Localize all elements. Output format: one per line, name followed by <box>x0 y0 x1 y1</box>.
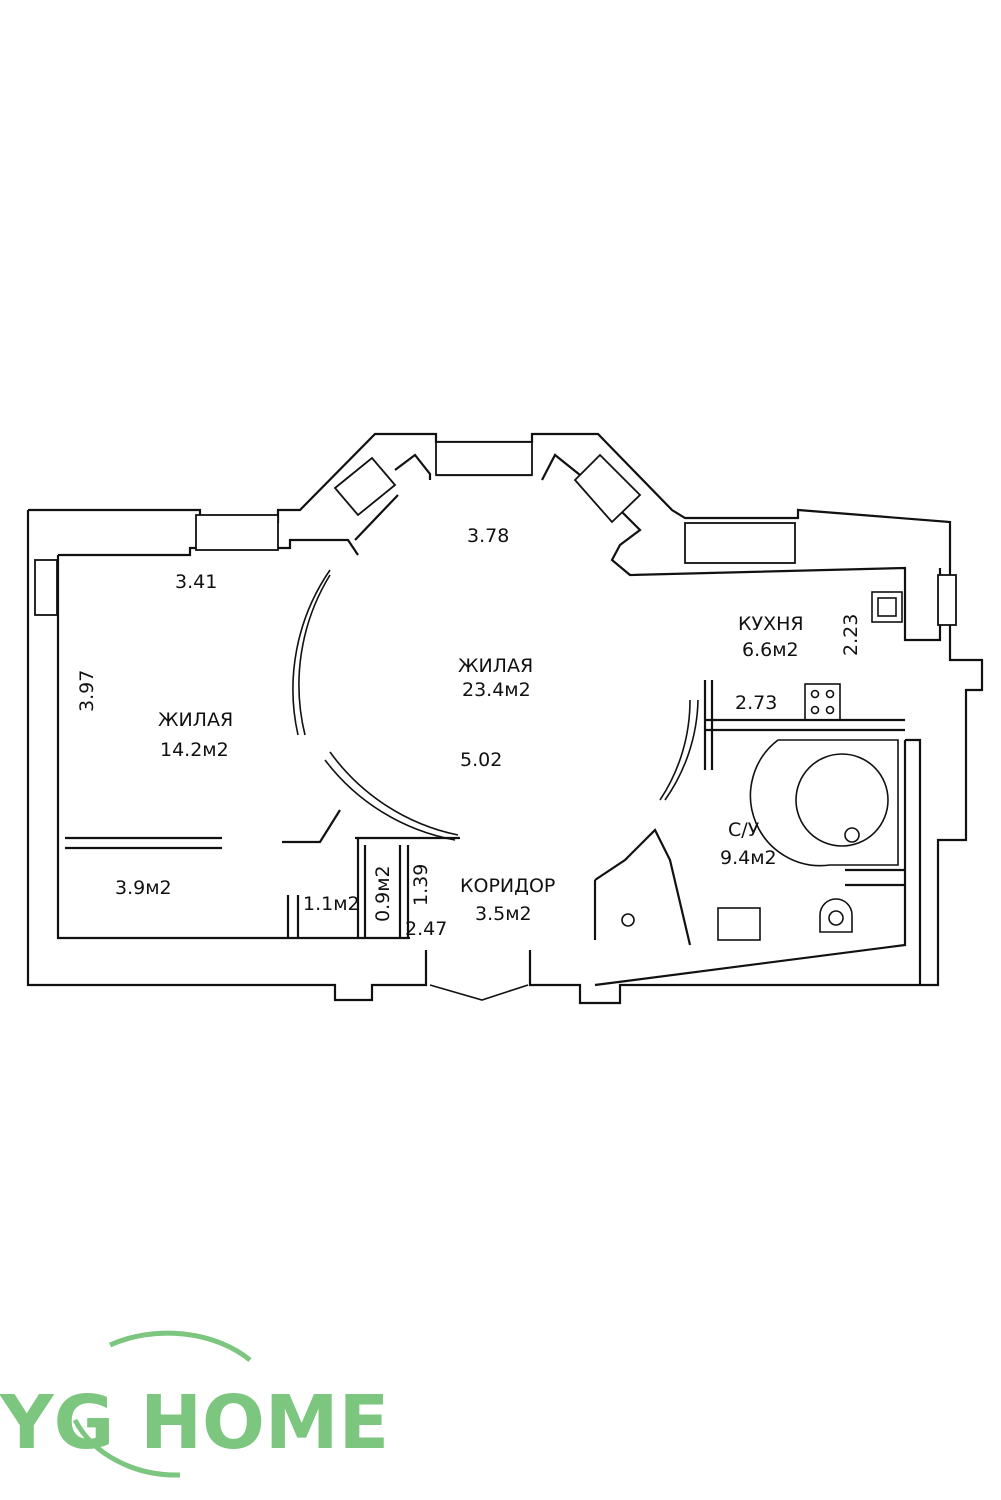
window <box>435 441 533 476</box>
window <box>333 456 397 517</box>
room-area-kitchen: 6.6м2 <box>742 639 799 661</box>
room-name-corridor: КОРИДОР <box>460 875 555 897</box>
bathtub <box>749 739 899 867</box>
room-name-living-large: ЖИЛАЯ <box>458 655 533 677</box>
logo-text: YG HOME <box>0 1380 389 1466</box>
toilet <box>819 898 853 933</box>
drain <box>621 913 635 927</box>
room-area-storage-3: 0.9м2 <box>372 865 394 922</box>
room-area-bathroom: 9.4м2 <box>720 847 777 869</box>
room-area-living-large: 23.4м2 <box>462 679 531 701</box>
dimension-corridor-small: 1.39 <box>410 864 432 906</box>
room-name-kitchen: КУХНЯ <box>738 613 804 635</box>
dimension-corridor-width: 2.47 <box>405 918 447 940</box>
room-area-corridor: 3.5м2 <box>475 903 532 925</box>
washbasin <box>717 907 761 941</box>
window <box>195 514 279 551</box>
door-arc <box>292 569 331 736</box>
door-arc <box>298 574 331 736</box>
room-area-storage-1: 3.9м2 <box>115 877 172 899</box>
door-swings <box>292 569 699 1001</box>
stove <box>804 683 841 721</box>
window <box>34 559 58 616</box>
room-area-living-small: 14.2м2 <box>160 739 229 761</box>
windows <box>34 441 957 626</box>
window <box>937 574 957 626</box>
brand-logo: YG HOME <box>0 1330 389 1478</box>
room-area-storage-2: 1.1м2 <box>303 893 360 915</box>
room-name-living-small: ЖИЛАЯ <box>158 709 233 731</box>
fixtures <box>621 591 903 941</box>
kitchen-sink <box>871 591 903 623</box>
dimension-kitchen-height: 2.23 <box>840 614 862 656</box>
door-arc <box>664 699 699 801</box>
door-arc <box>324 759 456 841</box>
interior-walls <box>65 680 905 946</box>
room-name-bathroom: С/У <box>728 819 760 841</box>
dimension-kitchen-width: 2.73 <box>735 692 777 714</box>
dimension-large-room-depth: 5.02 <box>460 749 502 771</box>
bathtub-basin <box>795 753 889 847</box>
door-arc <box>659 699 691 801</box>
outer-walls <box>26 432 984 1005</box>
door-arc <box>429 984 529 1001</box>
window <box>573 453 642 524</box>
dimension-left-room-depth: 3.97 <box>76 670 98 712</box>
sink-basin <box>877 597 897 617</box>
door-arc <box>329 751 459 836</box>
window <box>684 522 796 564</box>
dimension-bay-width: 3.78 <box>467 525 509 547</box>
dimension-left-room-width: 3.41 <box>175 571 217 593</box>
